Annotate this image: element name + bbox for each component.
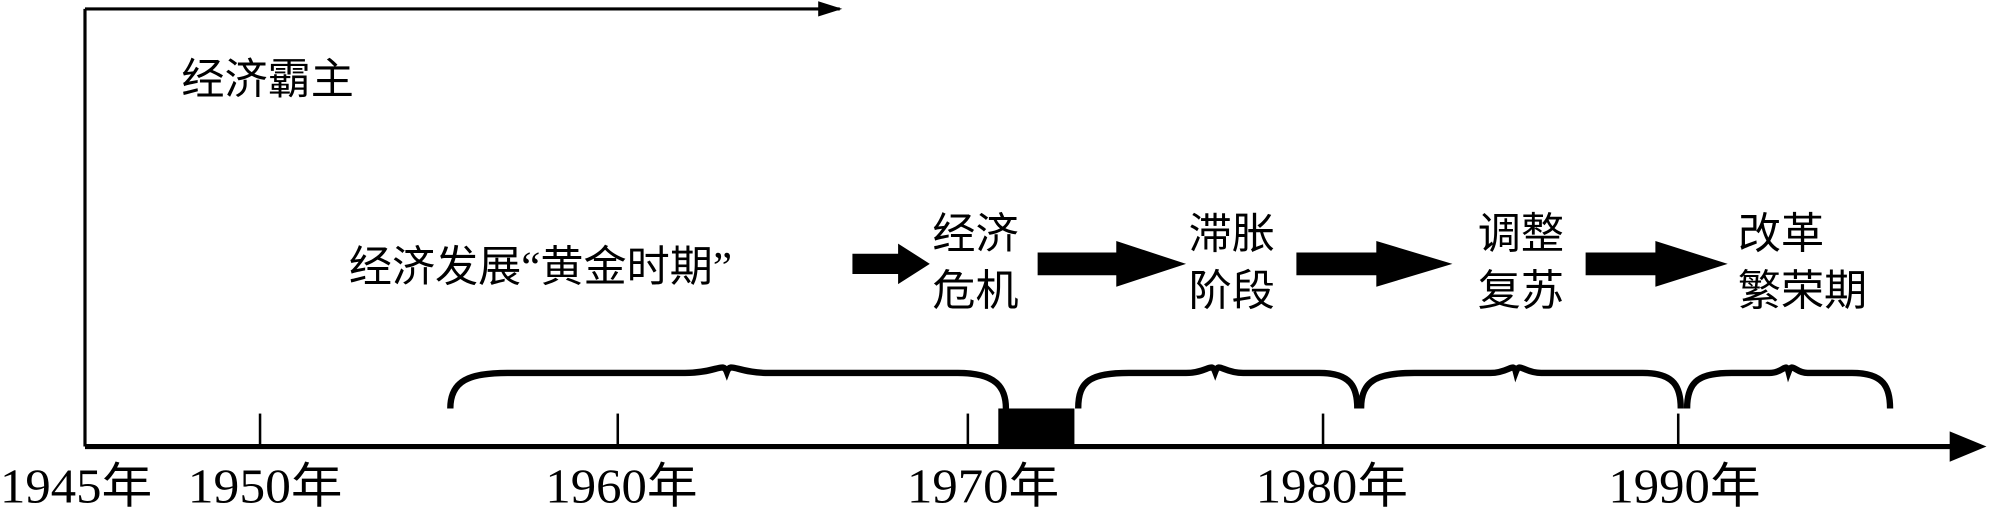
- period-braces: [447, 364, 1894, 409]
- stage-reform-line1: 改革: [1738, 212, 1824, 259]
- year-label-1950: 1950年: [188, 460, 343, 510]
- stage-crisis-line2: 危机: [932, 269, 1018, 316]
- brace-golden-period: [447, 364, 1010, 409]
- stage-stagflation-line2: 阶段: [1189, 269, 1275, 316]
- arrow-4: [1585, 241, 1728, 287]
- top-arrow-head: [818, 1, 843, 17]
- brace-recovery: [1357, 364, 1684, 409]
- axis-ticks: [258, 413, 1680, 447]
- crisis-period-block: [998, 408, 1075, 447]
- year-label-1990: 1990年: [1608, 460, 1760, 510]
- arrow-1: [852, 243, 930, 285]
- year-label-1960: 1960年: [545, 460, 697, 510]
- stage-recovery-line2: 复苏: [1478, 269, 1564, 316]
- brace-reform: [1683, 364, 1894, 409]
- brace-stagflation: [1075, 364, 1361, 409]
- title-label: 经济霸主: [181, 57, 353, 104]
- time-axis-arrow-head: [1949, 431, 1987, 462]
- arrow-2: [1037, 241, 1187, 287]
- stage-stagflation-line1: 滞胀: [1189, 212, 1275, 259]
- stage-golden-period: 经济发展“黄金时期”: [349, 244, 732, 292]
- arrow-3: [1296, 241, 1453, 287]
- stage-reform-line2: 繁荣期: [1738, 269, 1867, 316]
- year-label-1970: 1970年: [907, 460, 1059, 510]
- stage-crisis-line1: 经济: [932, 212, 1018, 259]
- stage-recovery-line1: 调整: [1478, 212, 1564, 259]
- year-label-1945: 1945年: [0, 460, 152, 510]
- year-label-1980: 1980年: [1256, 460, 1408, 510]
